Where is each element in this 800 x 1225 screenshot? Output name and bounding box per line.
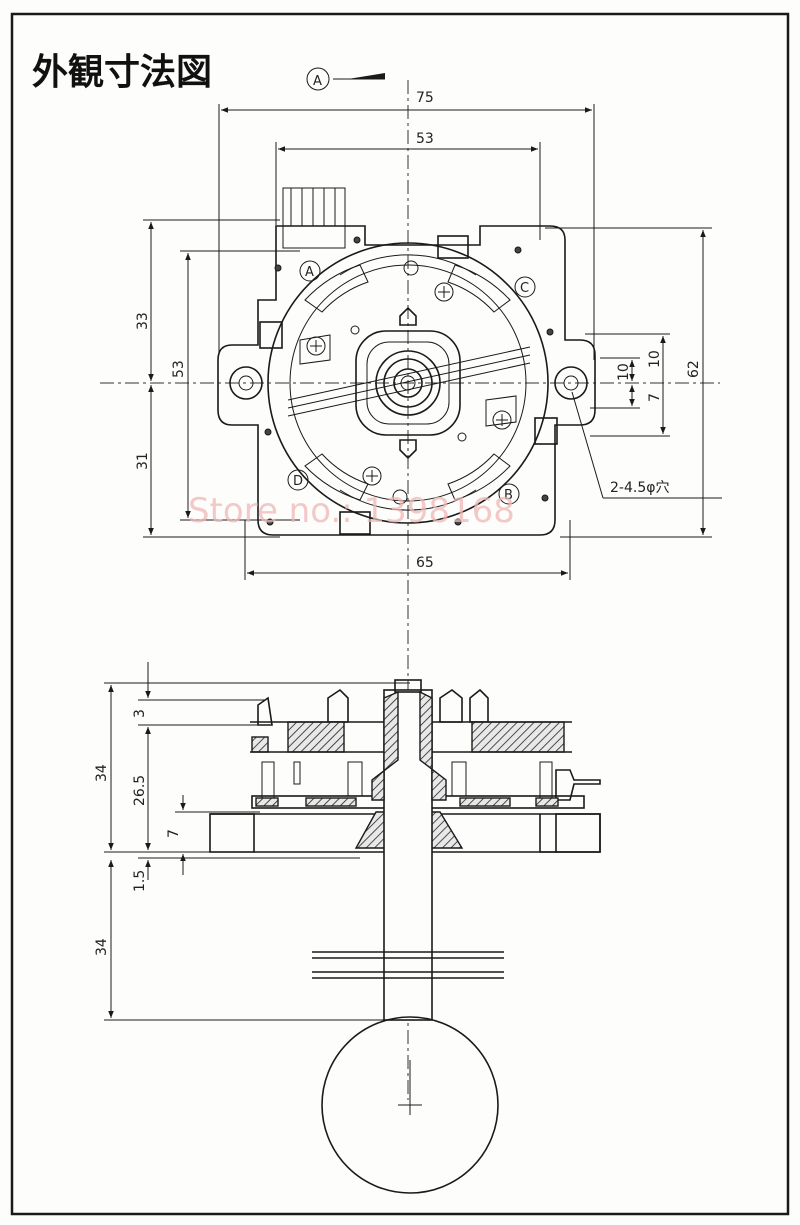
dim-width-bottom: 65 (244, 520, 571, 580)
dim-body-height-label: 26.5 (132, 775, 148, 806)
joystick-base-outline: A B C D (217, 187, 596, 536)
dim-height-lower-label: 31 (135, 452, 151, 470)
dim-width-overall-label: 75 (416, 90, 434, 106)
view-marker: A (306, 67, 385, 91)
sheet-border (10, 12, 790, 1216)
dim-width-bottom-label: 65 (416, 555, 434, 571)
dim-offset-a-label: 10 (647, 350, 663, 368)
dim-width-overall: 75 (218, 90, 595, 360)
dim-height-overall-label: 62 (686, 360, 702, 378)
corner-label-b: B (504, 488, 513, 503)
dim-plate-thickness-label: 7 (166, 829, 182, 838)
dim-height-upper: 33 (135, 219, 280, 381)
dim-height-inner-label: 53 (171, 360, 187, 378)
dim-offset-b-label: 10 (616, 363, 632, 381)
dim-width-inner: 53 (275, 131, 541, 240)
corner-label-c: C (520, 281, 529, 296)
top-view: 75 53 65 33 31 (100, 80, 722, 1100)
corner-label-d: D (293, 474, 303, 489)
side-mechanism (209, 679, 601, 1194)
side-dimensions: 34 3 26.5 7 1.5 34 (94, 662, 590, 1021)
view-marker-label: A (313, 74, 322, 89)
dim-height-overall: 62 (545, 227, 712, 538)
corner-label-group: A B C D (287, 260, 536, 505)
dim-height-lower: 31 (135, 385, 280, 538)
dim-offset-c-label: 7 (647, 393, 663, 402)
dim-top-gap-label: 3 (132, 709, 148, 718)
drawing-title: 外観寸法図 (32, 52, 212, 93)
corner-label-a: A (305, 265, 314, 280)
hole-callout-label: 2-4.5φ穴 (610, 480, 669, 496)
side-view: 34 3 26.5 7 1.5 34 (94, 662, 601, 1194)
dim-height-inner: 53 (171, 250, 300, 521)
dim-height-upper-label: 33 (135, 312, 151, 330)
dim-shaft-length-label: 34 (94, 938, 110, 956)
hole-callout: 2-4.5φ穴 (571, 391, 722, 499)
dim-width-inner-label: 53 (416, 131, 434, 147)
dim-upper-total-label: 34 (94, 764, 110, 782)
dim-base-gap-label: 1.5 (132, 870, 148, 892)
dim-offsets: 10 10 7 (585, 333, 670, 437)
watermark: Store no.: 1398168 (188, 491, 515, 531)
